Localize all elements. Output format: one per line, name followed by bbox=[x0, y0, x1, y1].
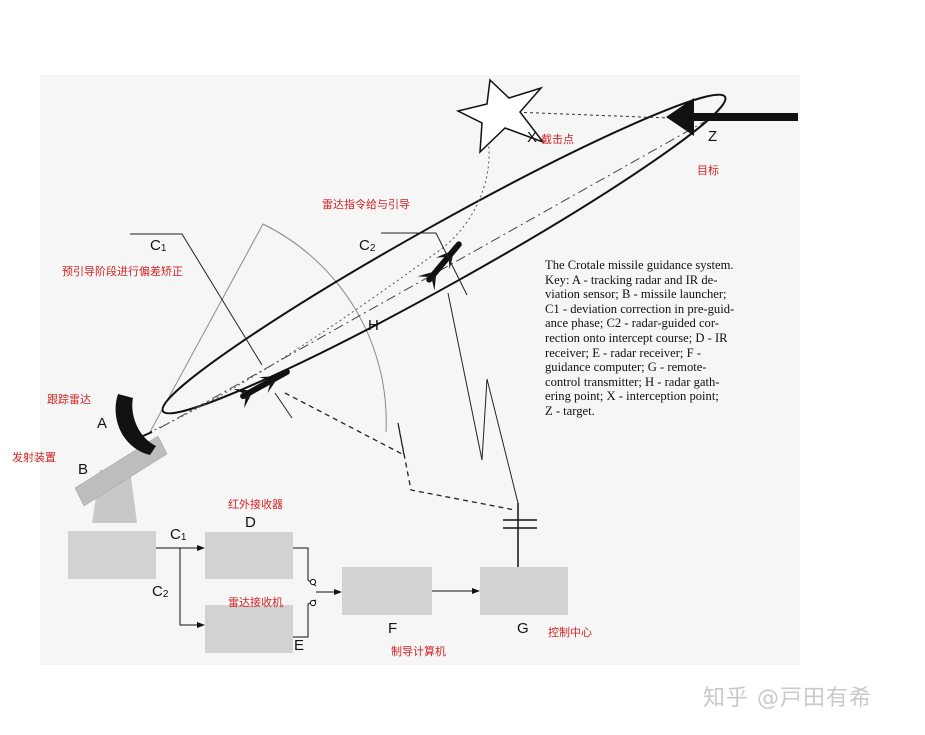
control-transmitter-box bbox=[480, 567, 568, 615]
label-g: G bbox=[517, 620, 529, 637]
radar-beam-fan bbox=[149, 223, 387, 433]
ir-receiver-box bbox=[205, 532, 293, 579]
key-line: viation sensor; B - missile launcher; bbox=[545, 287, 727, 302]
antenna-signal-line bbox=[447, 292, 519, 504]
radar-mast bbox=[133, 431, 153, 441]
label-h: H bbox=[368, 317, 379, 334]
key-line: ering point; X - interception point; bbox=[545, 389, 719, 404]
key-line: rection onto intercept course; D - IR bbox=[545, 330, 728, 345]
missile-dotted-path bbox=[149, 134, 490, 433]
label-d: D bbox=[245, 514, 256, 531]
annot-pre-guidance: 预引导阶段进行偏差矫正 bbox=[62, 264, 183, 278]
explosion-star-icon bbox=[455, 78, 546, 154]
key-line: C1 - deviation correction in pre-guid- bbox=[545, 301, 735, 316]
label-c2-block: C2 bbox=[152, 583, 169, 600]
radar-unit-box bbox=[68, 531, 156, 579]
key-line: The Crotale missile guidance system. bbox=[545, 258, 734, 272]
radar-receiver-box bbox=[205, 605, 293, 653]
label-c1-top: C1 bbox=[150, 237, 167, 254]
switch-node-bottom bbox=[309, 599, 317, 607]
annot-radar-receiver: 雷达接收机 bbox=[228, 595, 283, 609]
label-a: A bbox=[97, 415, 107, 432]
key-caption: The Crotale missile guidance system. Key… bbox=[545, 258, 791, 419]
key-line: receiver; E - radar receiver; F - bbox=[545, 345, 701, 360]
key-line: ance phase; C2 - radar-guided cor- bbox=[545, 316, 719, 331]
annot-guidance-computer: 制导计算机 bbox=[391, 644, 446, 658]
intercept-dashed-line bbox=[511, 111, 669, 119]
label-x: X bbox=[527, 129, 537, 146]
target-arrow-icon bbox=[666, 98, 798, 136]
launcher-arm bbox=[74, 435, 168, 507]
label-c2-top: C2 bbox=[359, 237, 376, 254]
antenna-icon bbox=[503, 503, 537, 568]
guidance-computer-box bbox=[342, 567, 432, 615]
label-c1-block: C1 bbox=[170, 526, 187, 543]
missile-icon-near bbox=[233, 368, 290, 409]
tracking-radar-dish-icon bbox=[115, 394, 156, 455]
arrowheads bbox=[197, 545, 480, 628]
label-z: Z bbox=[708, 128, 717, 145]
key-line: Key: A - tracking radar and IR de- bbox=[545, 272, 718, 287]
h-marker-line bbox=[274, 392, 293, 419]
annot-ir-receiver: 红外接收器 bbox=[228, 497, 283, 511]
label-b: B bbox=[78, 461, 88, 478]
dashed-uplink bbox=[284, 392, 516, 511]
watermark: 知乎 @戸田有希 bbox=[703, 686, 872, 711]
annot-intercept-point: 截击点 bbox=[541, 132, 574, 146]
c2-leader-line bbox=[381, 232, 468, 296]
annot-target: 目标 bbox=[697, 163, 719, 177]
label-e: E bbox=[294, 637, 304, 654]
guidance-envelope bbox=[161, 93, 727, 415]
key-line: Z - target. bbox=[545, 403, 595, 418]
key-line: guidance computer; G - remote- bbox=[545, 360, 707, 375]
annot-radar-command: 雷达指令给与引导 bbox=[322, 197, 410, 211]
key-line: control transmitter; H - radar gath- bbox=[545, 374, 720, 389]
label-f: F bbox=[388, 620, 397, 637]
annot-tracking-radar: 跟踪雷达 bbox=[47, 392, 91, 406]
c1-leader-line bbox=[130, 233, 263, 366]
switch-node-top bbox=[309, 578, 317, 586]
paper-background bbox=[40, 75, 800, 665]
annot-launcher: 发射装置 bbox=[12, 450, 56, 464]
annot-control-center: 控制中心 bbox=[548, 625, 592, 639]
